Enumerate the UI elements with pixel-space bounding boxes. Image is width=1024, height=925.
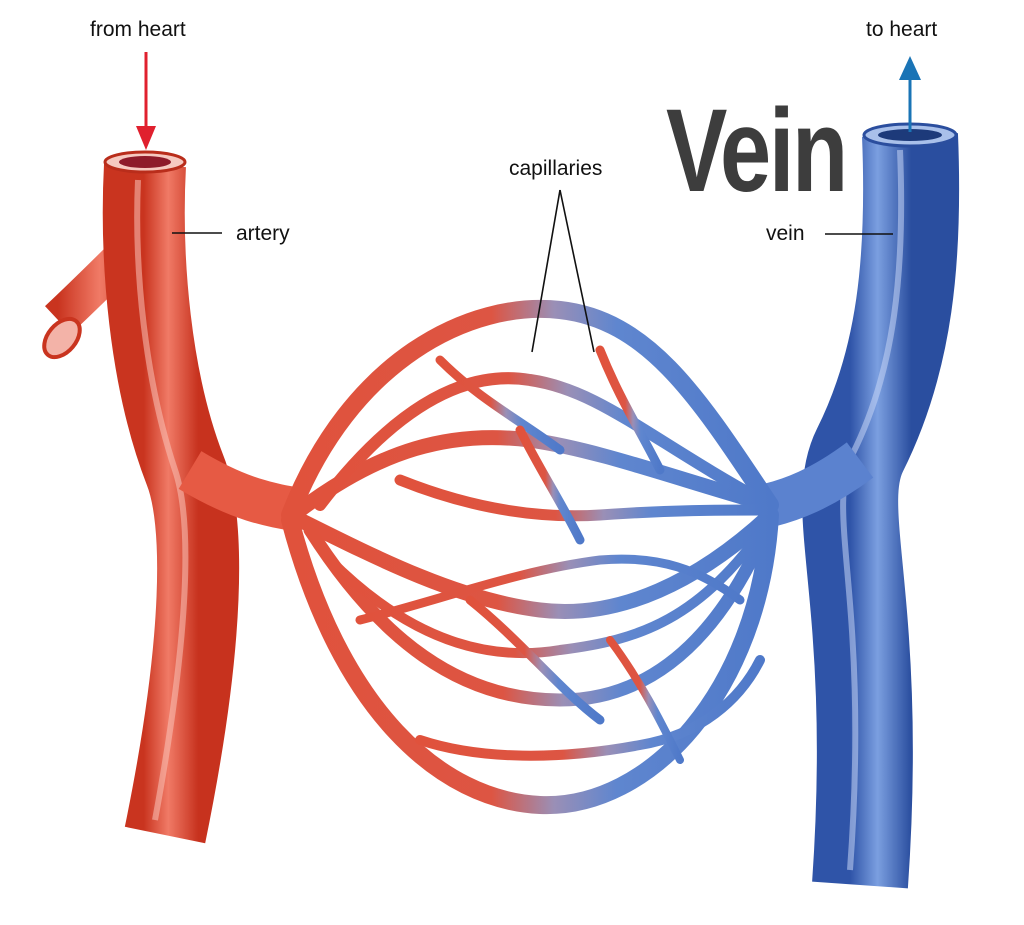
artery-vessel [42,150,304,844]
to-heart-arrow [899,56,921,132]
from-heart-arrow [136,52,156,150]
capillaries-leader-lines [531,189,595,353]
capillary-network [281,300,779,815]
vein-label: vein [766,222,805,245]
capillaries-label: capillaries [509,157,603,180]
to-heart-label: to heart [866,18,938,41]
artery-label: artery [236,222,290,245]
title-heading: Vein [666,85,848,217]
from-heart-label: from heart [90,18,186,41]
